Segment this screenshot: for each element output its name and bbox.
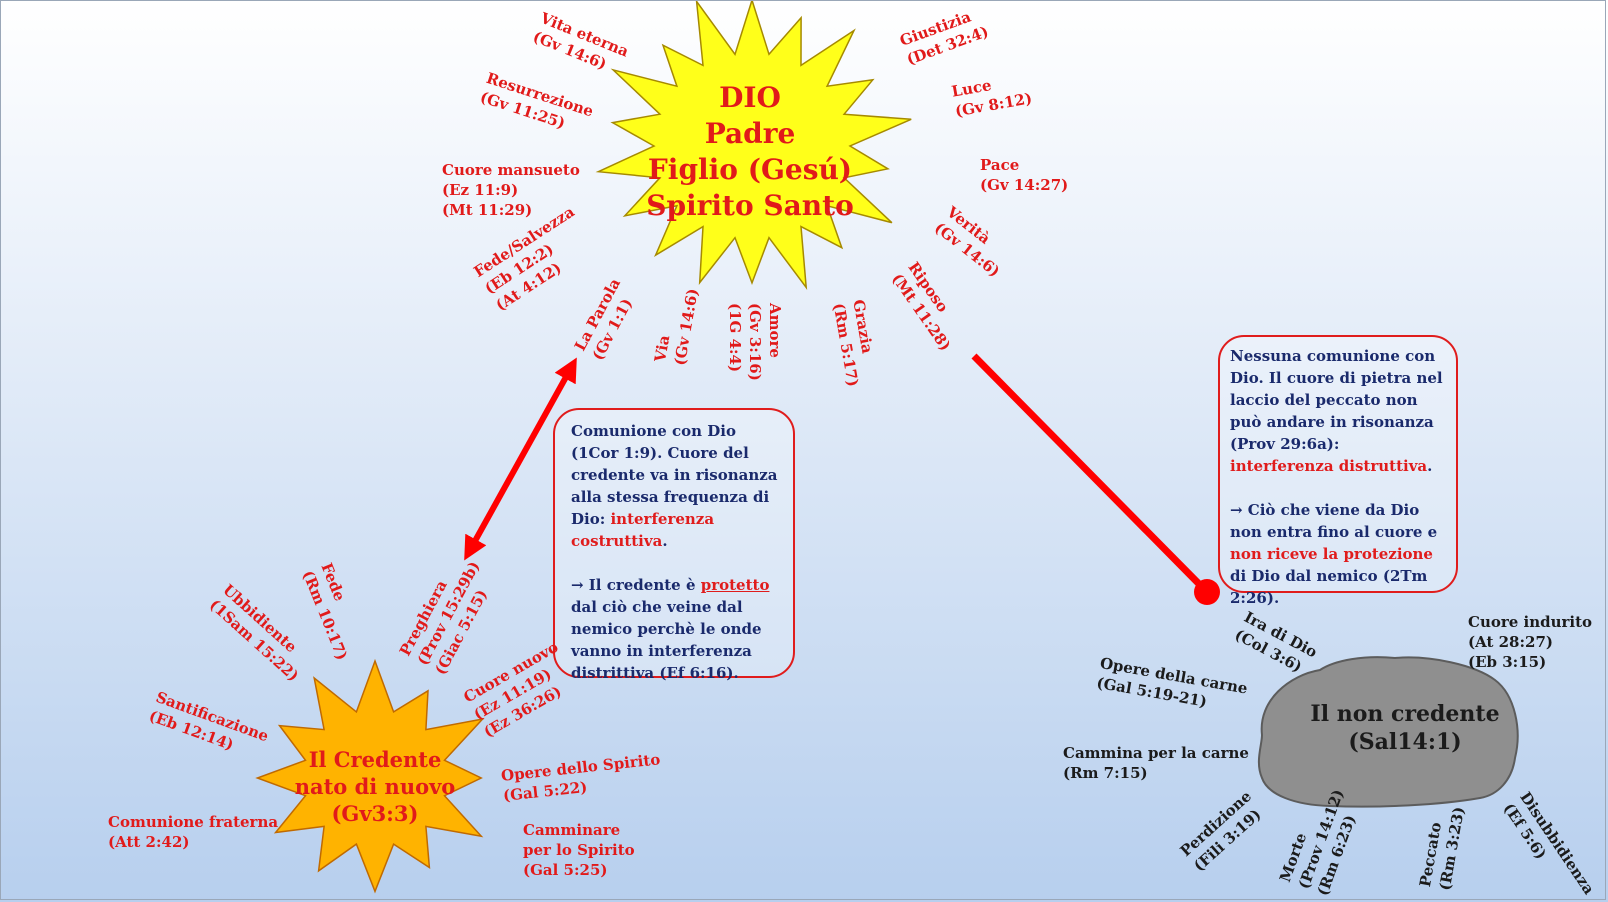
attr-amore: Amore(Gv 3:16)(1G 4:4) — [726, 303, 784, 381]
believer-star — [255, 658, 485, 894]
communion-arrow — [464, 357, 577, 561]
no-communion-text-2: → Ciò che viene da Dio non entra fino al… — [1230, 501, 1438, 607]
believer-line-3: (Gv3:3) — [331, 801, 419, 826]
attr-cuore-mansueto: Cuore mansueto(Ez 11:9)(Mt 11:29) — [442, 161, 580, 219]
god-line-4: Spirito Santo — [646, 189, 854, 222]
god-line-3: Figlio (Gesú) — [647, 153, 853, 186]
communion-box: Comunione con Dio (1Cor 1:9). Cuore del … — [553, 408, 795, 682]
attr-comunione-fraterna: Comunione fraterna(Att 2:42) — [108, 813, 279, 851]
god-star — [595, 0, 912, 290]
attr-cammina-carne: Cammina per la carne(Rm 7:15) — [1063, 744, 1249, 782]
broken-connection-dot — [1194, 579, 1220, 605]
attr-pace: Pace(Gv 14:27) — [980, 156, 1069, 194]
communion-text-1: Comunione con Dio (1Cor 1:9). Cuore del … — [571, 422, 778, 550]
believer-line-2: nato di nuovo — [294, 774, 456, 799]
no-communion-text-1: Nessuna comunione con Dio. Il cuore di p… — [1230, 347, 1443, 475]
god-line-1: DIO — [719, 81, 781, 114]
no-communion-box: Nessuna comunione con Dio. Il cuore di p… — [1218, 335, 1458, 607]
god-line-2: Padre — [704, 117, 796, 150]
communion-text-2: → Il credente è protetto dal ciò che vei… — [571, 576, 770, 682]
unbeliever-rock — [1257, 656, 1519, 808]
broken-connection-line — [971, 353, 1208, 593]
god-title: DIO Padre Figlio (Gesú) Spirito Santo — [630, 80, 870, 224]
unbeliever-title: Il non credente (Sal14:1) — [1290, 700, 1520, 756]
believer-title: Il Credente nato di nuovo (Gv3:3) — [290, 746, 460, 827]
unbeliever-line-1: Il non credente — [1310, 701, 1500, 727]
believer-line-1: Il Credente — [308, 747, 442, 772]
unbeliever-line-2: (Sal14:1) — [1348, 729, 1462, 755]
attr-cuore-indurito: Cuore indurito(At 28:27)(Eb 3:15) — [1468, 613, 1593, 671]
